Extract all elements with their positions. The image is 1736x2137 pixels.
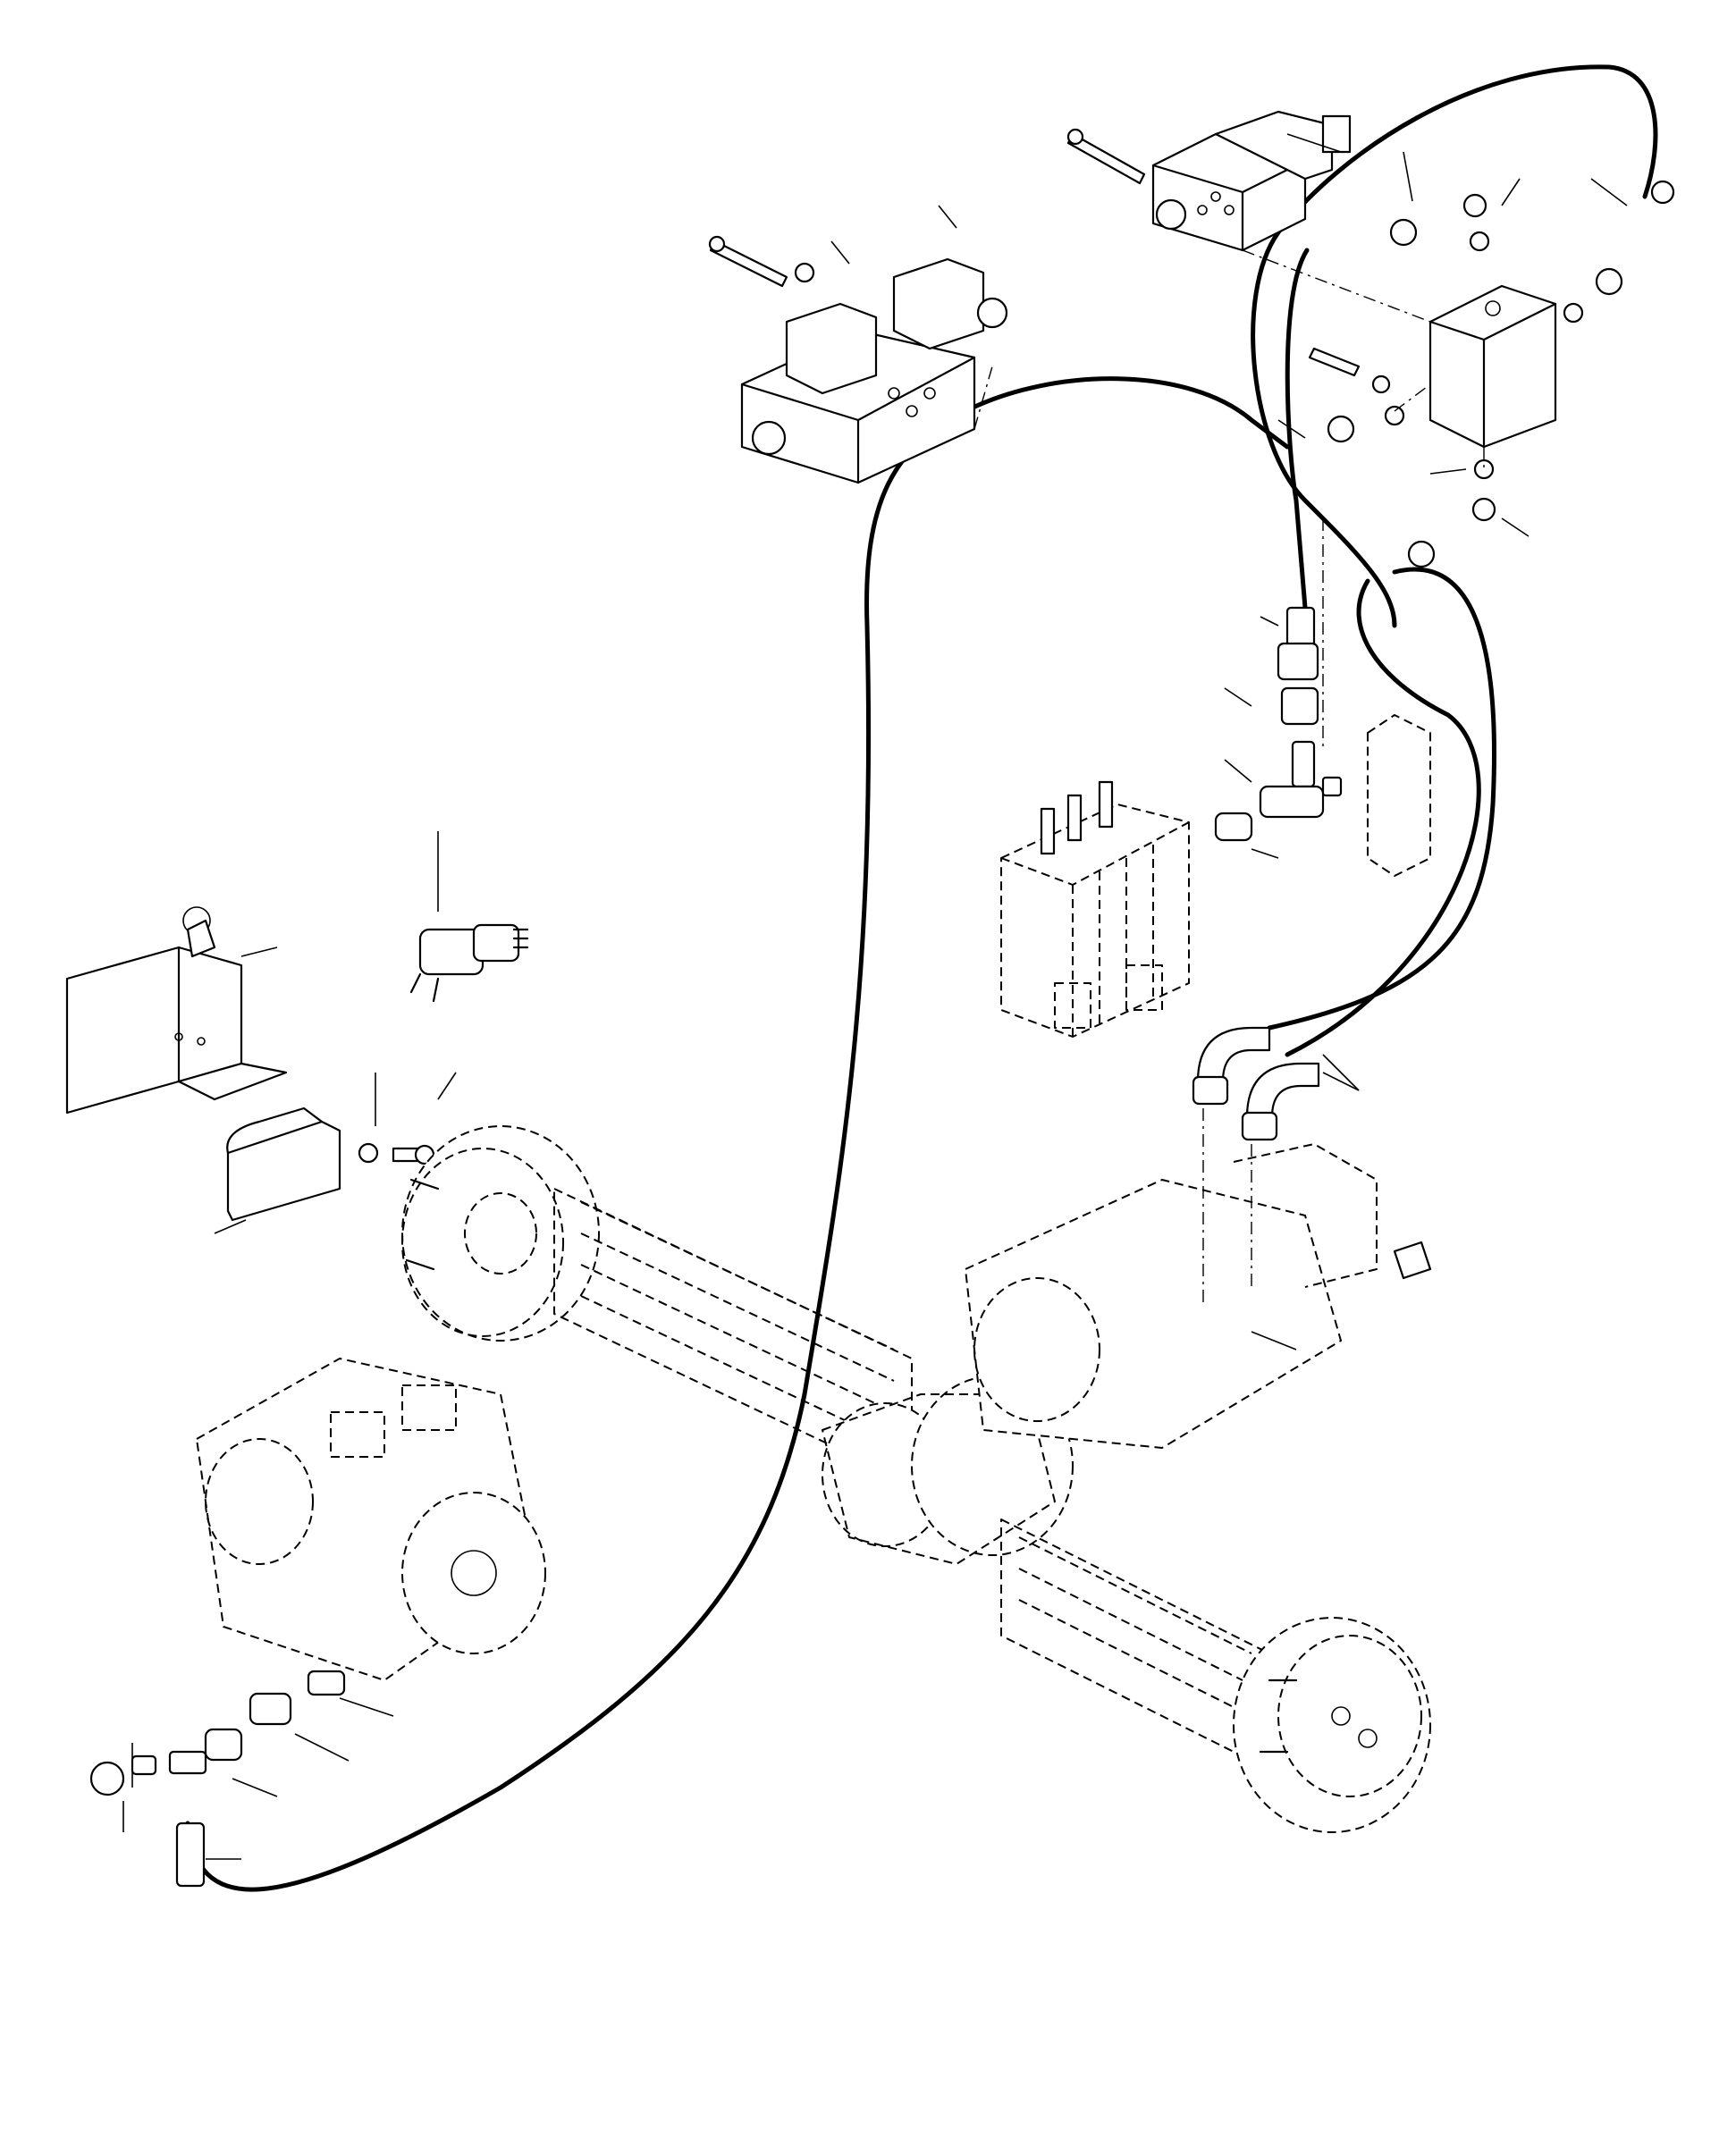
bracket-assembly	[65, 906, 288, 1115]
control-valve-stack	[1000, 780, 1190, 1038]
valve-block-right	[1308, 180, 1675, 568]
hose-vertical	[1285, 248, 1310, 610]
center-tee-fittings	[1214, 606, 1431, 877]
hydraulic-pump	[196, 1358, 546, 1681]
solenoid-valve-upper	[1066, 110, 1352, 252]
cover-plate	[226, 1106, 341, 1222]
leader-lines	[122, 133, 1628, 1860]
rear-axle	[1000, 1519, 1431, 1833]
projection-lines	[973, 249, 1485, 1305]
bolt-washer	[358, 1142, 435, 1165]
transmission-housing	[965, 1143, 1432, 1449]
pump-port-fittings	[89, 1670, 346, 1888]
solenoid-valve-pair	[708, 235, 1008, 484]
pressure-sensor	[409, 923, 529, 1003]
elbow-fittings	[1192, 1026, 1360, 1141]
hose-right-a	[1267, 567, 1497, 1031]
hose-right-b	[1285, 578, 1481, 1057]
